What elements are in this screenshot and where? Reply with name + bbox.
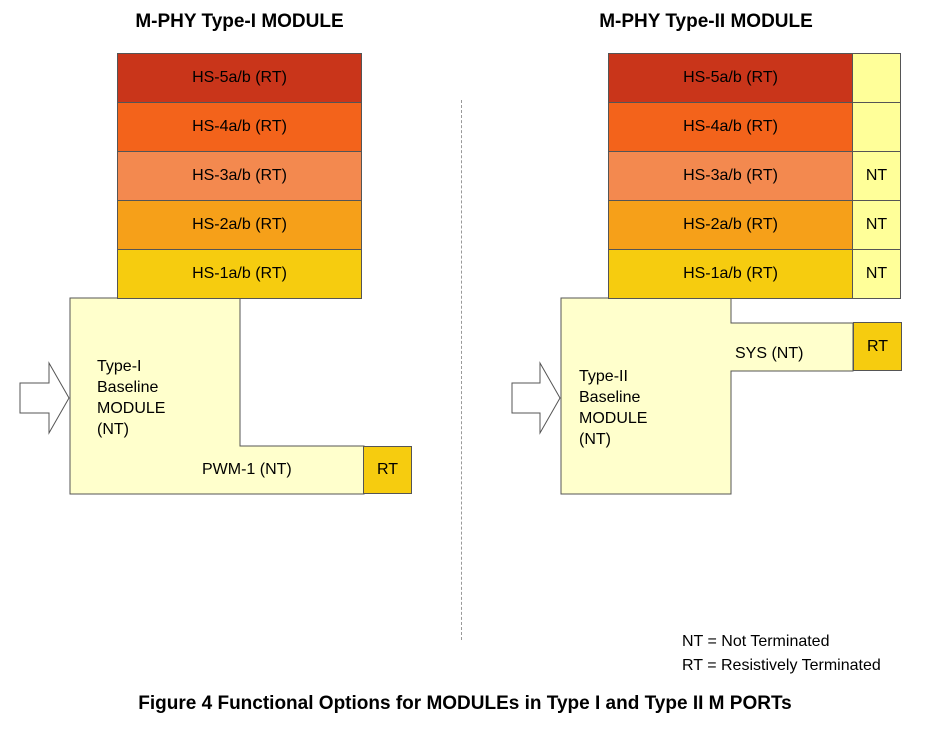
type2-nt-cell-hs4 <box>852 102 901 152</box>
type2-sys-label: SYS (NT) <box>735 345 804 362</box>
legend-rt: RT = Resistively Terminated <box>682 657 881 674</box>
type2-hs2-block: HS-2a/b (RT) <box>608 200 853 250</box>
type1-hs1-block: HS-1a/b (RT) <box>117 249 362 299</box>
type1-input-arrow-icon <box>19 361 70 435</box>
type2-hs5-block: HS-5a/b (RT) <box>608 53 853 103</box>
type2-baseline-shape <box>560 297 854 495</box>
type1-rt-block: RT <box>363 446 412 494</box>
type2-hs4-block: HS-4a/b (RT) <box>608 102 853 152</box>
type1-hs2-block: HS-2a/b (RT) <box>117 200 362 250</box>
type1-title: M-PHY Type-I MODULE <box>135 11 344 32</box>
type2-hs1-block: HS-1a/b (RT) <box>608 249 853 299</box>
type2-nt-cell-hs3: NT <box>852 151 901 201</box>
type2-nt-cell-hs1: NT <box>852 249 901 299</box>
type2-nt-cell-hs2: NT <box>852 200 901 250</box>
legend-nt: NT = Not Terminated <box>682 633 830 650</box>
type1-hs5-block: HS-5a/b (RT) <box>117 53 362 103</box>
type1-hs3-block: HS-3a/b (RT) <box>117 151 362 201</box>
type1-hs4-block: HS-4a/b (RT) <box>117 102 362 152</box>
type2-rt-block: RT <box>853 322 902 371</box>
type2-nt-cell-hs5 <box>852 53 901 103</box>
type2-input-arrow-icon <box>511 361 561 435</box>
type2-baseline-label: Type-II Baseline MODULE (NT) <box>579 368 648 448</box>
type1-baseline-label: Type-I Baseline MODULE (NT) <box>97 358 166 438</box>
section-divider <box>461 100 462 640</box>
figure-caption: Figure 4 Functional Options for MODULEs … <box>138 693 792 714</box>
type2-hs3-block: HS-3a/b (RT) <box>608 151 853 201</box>
type2-title: M-PHY Type-II MODULE <box>599 11 813 32</box>
type1-pwm-label: PWM-1 (NT) <box>202 461 292 478</box>
